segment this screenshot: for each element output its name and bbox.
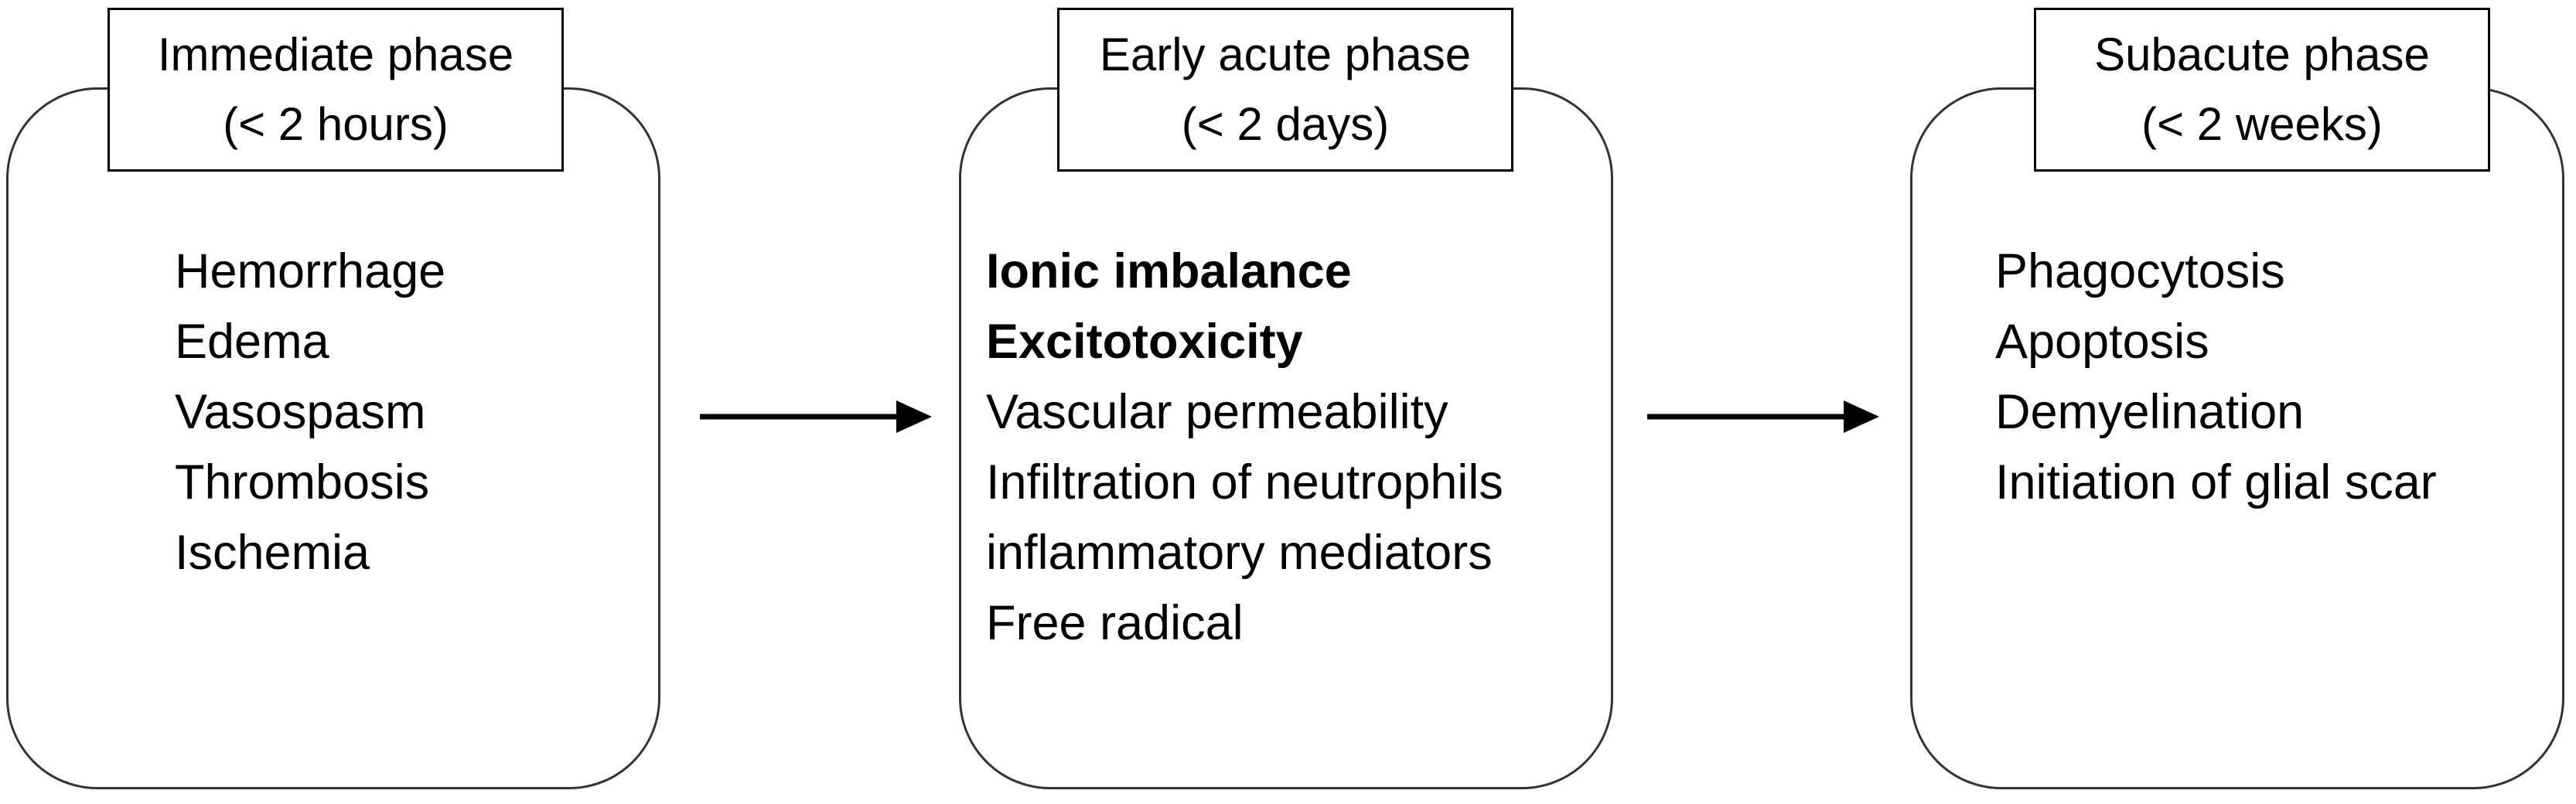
phase-box-immediate — [6, 87, 660, 789]
list-item: Thrombosis — [175, 455, 430, 509]
list-item: Hemorrhage — [175, 244, 446, 298]
list-item: Free radical — [986, 596, 1244, 650]
phase-title: Early acute phase — [1099, 29, 1472, 80]
phase-subtitle: (< 2 weeks) — [2141, 98, 2383, 150]
phase-items-subacute: Phagocytosis Apoptosis Demyelination Ini… — [1995, 237, 2437, 518]
list-item: Initiation of glial scar — [1995, 455, 2437, 509]
phase-items-early-acute: Ionic imbalance Excitotoxicity Vascular … — [986, 237, 1503, 659]
phase-title: Immediate phase — [157, 29, 514, 80]
list-item: Apoptosis — [1995, 315, 2209, 369]
phase-box-early-acute — [959, 87, 1613, 789]
list-item: Ionic imbalance — [986, 244, 1352, 298]
phase-items-immediate: Hemorrhage Edema Vasospasm Thrombosis Is… — [175, 237, 445, 588]
arrow-right-icon — [700, 400, 932, 433]
list-item: Infiltration of neutrophils — [986, 455, 1503, 509]
list-item: Vascular permeability — [986, 385, 1448, 439]
phase-title: Subacute phase — [2094, 29, 2430, 80]
phase-label-immediate: Immediate phase (< 2 hours) — [107, 8, 564, 172]
list-item: Ischemia — [175, 526, 370, 580]
phase-subtitle: (< 2 hours) — [223, 98, 449, 150]
list-item: Vasospasm — [175, 385, 426, 439]
list-item: Demyelination — [1995, 385, 2305, 439]
phase-label-subacute: Subacute phase (< 2 weeks) — [2034, 8, 2490, 172]
phase-label-early-acute: Early acute phase (< 2 days) — [1057, 8, 1513, 172]
list-item: Phagocytosis — [1995, 244, 2285, 298]
list-item: Edema — [175, 315, 329, 369]
phase-subtitle: (< 2 days) — [1181, 98, 1390, 150]
list-item: Excitotoxicity — [986, 315, 1303, 369]
list-item: inflammatory mediators — [986, 526, 1493, 580]
arrow-right-icon — [1647, 400, 1879, 433]
